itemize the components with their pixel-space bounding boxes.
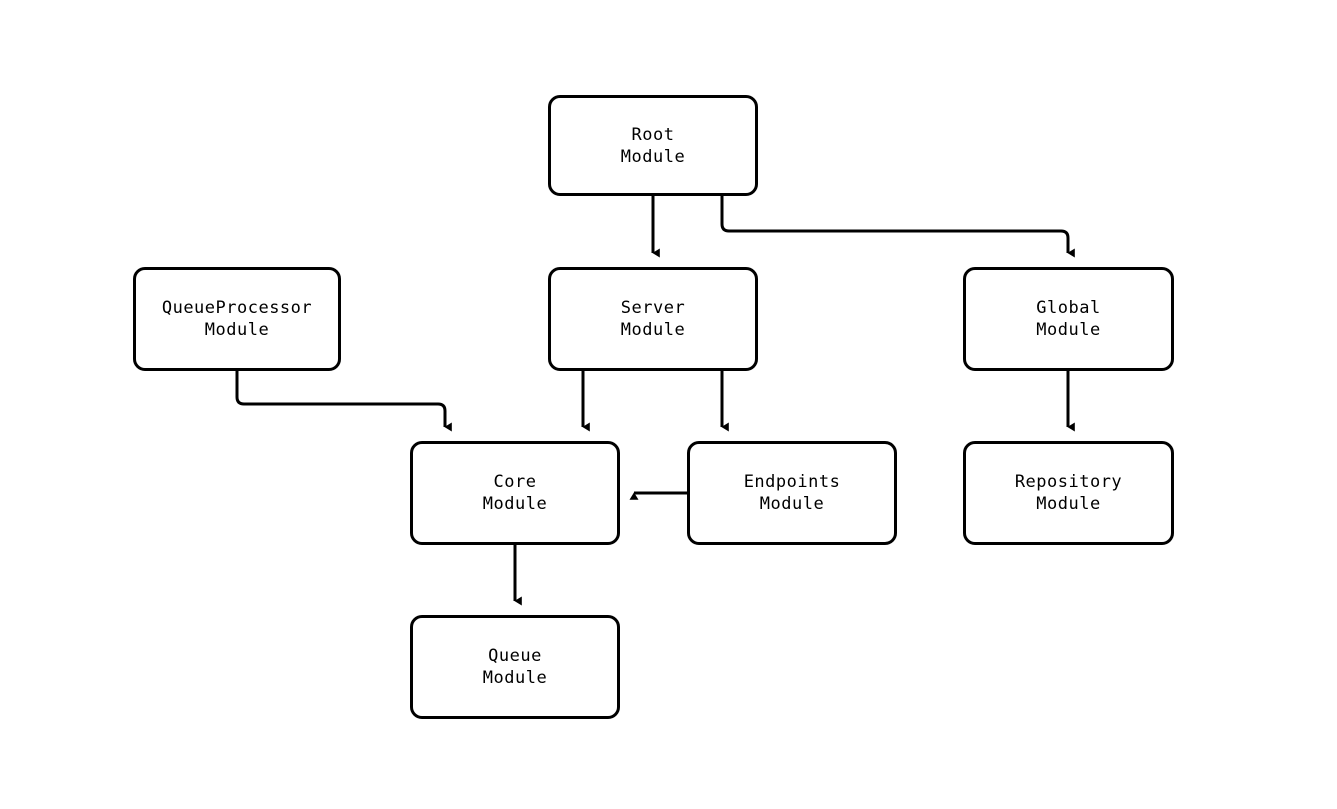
node-endpoints-module-subtitle: Module xyxy=(759,494,825,514)
edge-queueprocessor-to-core xyxy=(235,371,452,432)
edge-root-to-global xyxy=(720,196,1075,258)
node-root-module-subtitle: Module xyxy=(620,146,686,167)
node-global-module-subtitle: Module xyxy=(1036,320,1101,340)
node-root-module[interactable]: Root Module xyxy=(548,95,758,196)
node-server-module[interactable]: Server Module xyxy=(548,267,758,371)
node-repository-module-title: Repository xyxy=(1014,472,1123,492)
node-endpoints-module[interactable]: Endpoints Module xyxy=(687,441,897,545)
node-global-module-title: Global xyxy=(1036,298,1101,318)
node-queueprocessor-module-subtitle: Module xyxy=(204,320,270,340)
node-core-module-subtitle: Module xyxy=(482,494,548,514)
node-core-module[interactable]: Core Module xyxy=(410,441,620,545)
node-queueprocessor-module-title: QueueProcessor xyxy=(161,298,313,318)
node-root-module-title: Root xyxy=(631,124,675,145)
node-queue-module[interactable]: Queue Module xyxy=(410,615,620,719)
node-core-module-title: Core xyxy=(493,472,537,492)
node-queue-module-title: Queue xyxy=(488,646,542,666)
node-server-module-title: Server xyxy=(620,298,686,318)
node-server-module-subtitle: Module xyxy=(620,320,686,340)
node-endpoints-module-title: Endpoints xyxy=(743,472,841,492)
node-repository-module-subtitle: Module xyxy=(1036,494,1101,514)
node-queue-module-subtitle: Module xyxy=(482,668,548,688)
node-repository-module[interactable]: Repository Module xyxy=(963,441,1174,545)
node-global-module[interactable]: Global Module xyxy=(963,267,1174,371)
node-queueprocessor-module[interactable]: QueueProcessor Module xyxy=(133,267,341,371)
